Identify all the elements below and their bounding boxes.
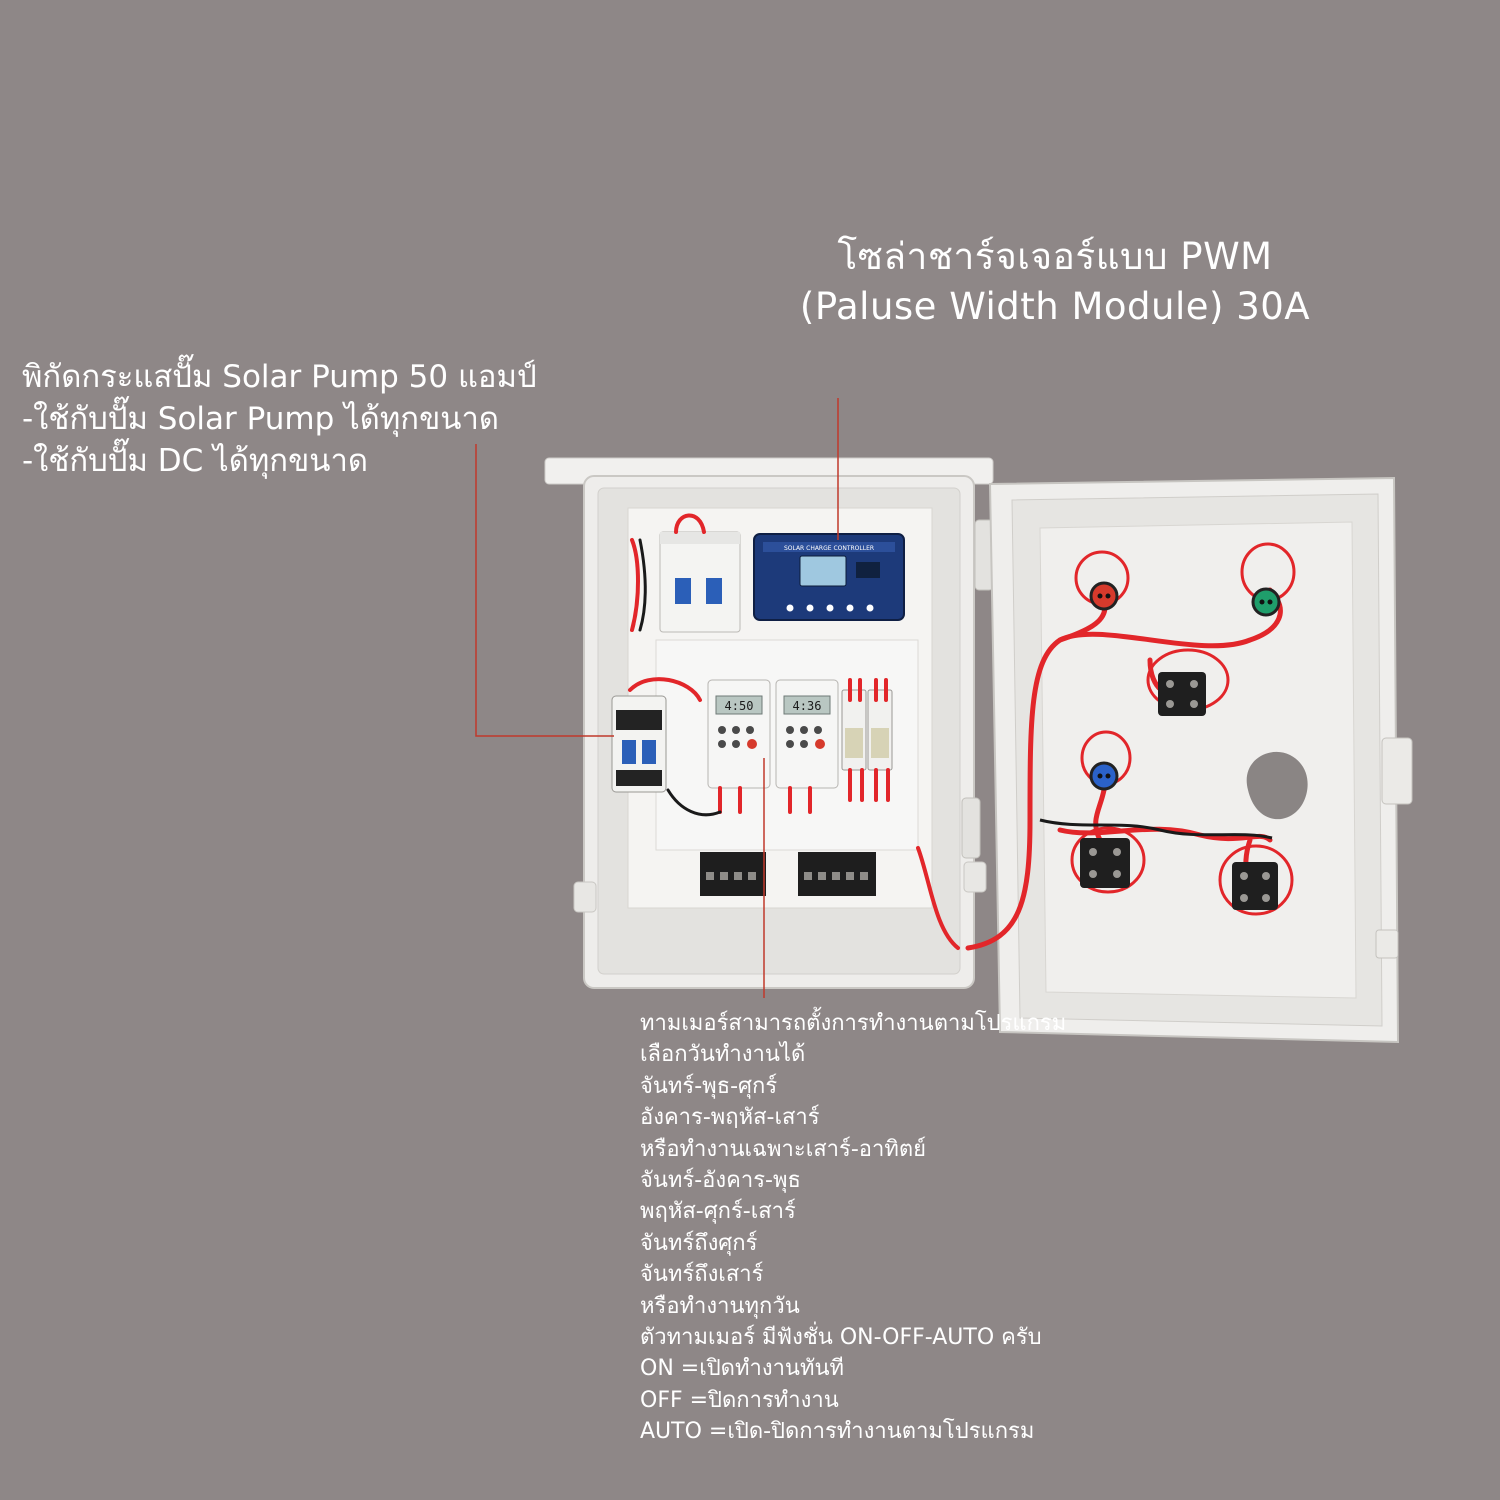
- timer-note-line: จันทร์ถึงศุกร์: [640, 1230, 758, 1256]
- timer-note-line: หรือทำงานทุกวัน: [640, 1293, 800, 1319]
- pump-note-line3: -ใช้กับปั๊ม DC ได้ทุกขนาด: [22, 443, 368, 479]
- timer-note-line: จันทร์-อังคาร-พุธ: [640, 1167, 801, 1193]
- timer-note-line: ทามเมอร์สามารถตั้งการทำงานตามโปรแกรม: [640, 1011, 1067, 1036]
- timer-note-line: อังคาร-พฤหัส-เสาร์: [640, 1105, 820, 1131]
- timer-right-display: 4:36: [793, 699, 822, 713]
- timer-left-display: 4:50: [725, 699, 754, 713]
- timer-note-line: จันทร์-พุธ-ศุกร์: [640, 1073, 778, 1099]
- pump-note: พิกัดกระแสปั๊ม Solar Pump 50 แอมป์ -ใช้ก…: [22, 356, 537, 482]
- pump-note-line2: -ใช้กับปั๊ม Solar Pump ได้ทุกขนาด: [22, 401, 500, 437]
- timer-note-line: AUTO =เปิด-ปิดการทำงานตามโปรแกรม: [640, 1419, 1035, 1445]
- timer-note-line: พฤหัส-ศุกร์-เสาร์: [640, 1199, 796, 1225]
- timer-note-line: ตัวทามเมอร์ มีฟังชั่น ON-OFF-AUTO ครับ: [640, 1324, 1042, 1350]
- timer-note-line: หรือทำงานเฉพาะเสาร์-อาทิตย์: [640, 1136, 926, 1162]
- timer-note: ทามเมอร์สามารถตั้งการทำงานตามโปรแกรม เลื…: [640, 1008, 1066, 1447]
- timer-note-line: จันทร์ถึงเสาร์: [640, 1262, 764, 1288]
- leader-line-pump: [475, 444, 614, 737]
- controller-label: SOLAR CHARGE CONTROLLER: [784, 545, 874, 552]
- timer-note-line: OFF =ปิดการทำงาน: [640, 1387, 839, 1413]
- timer-note-line: เลือกวันทำงานได้: [640, 1042, 806, 1068]
- timer-note-line: ON =เปิดทำงานทันที: [640, 1356, 845, 1382]
- pump-note-line1: พิกัดกระแสปั๊ม Solar Pump 50 แอมป์: [22, 359, 537, 395]
- charge-controller-note: โซล่าชาร์จเจอร์แบบ PWM (Paluse Width Mod…: [700, 232, 1410, 332]
- charge-controller-note-line2: (Paluse Width Module) 30A: [799, 285, 1311, 328]
- charge-controller-note-line1: โซล่าชาร์จเจอร์แบบ PWM: [837, 235, 1273, 278]
